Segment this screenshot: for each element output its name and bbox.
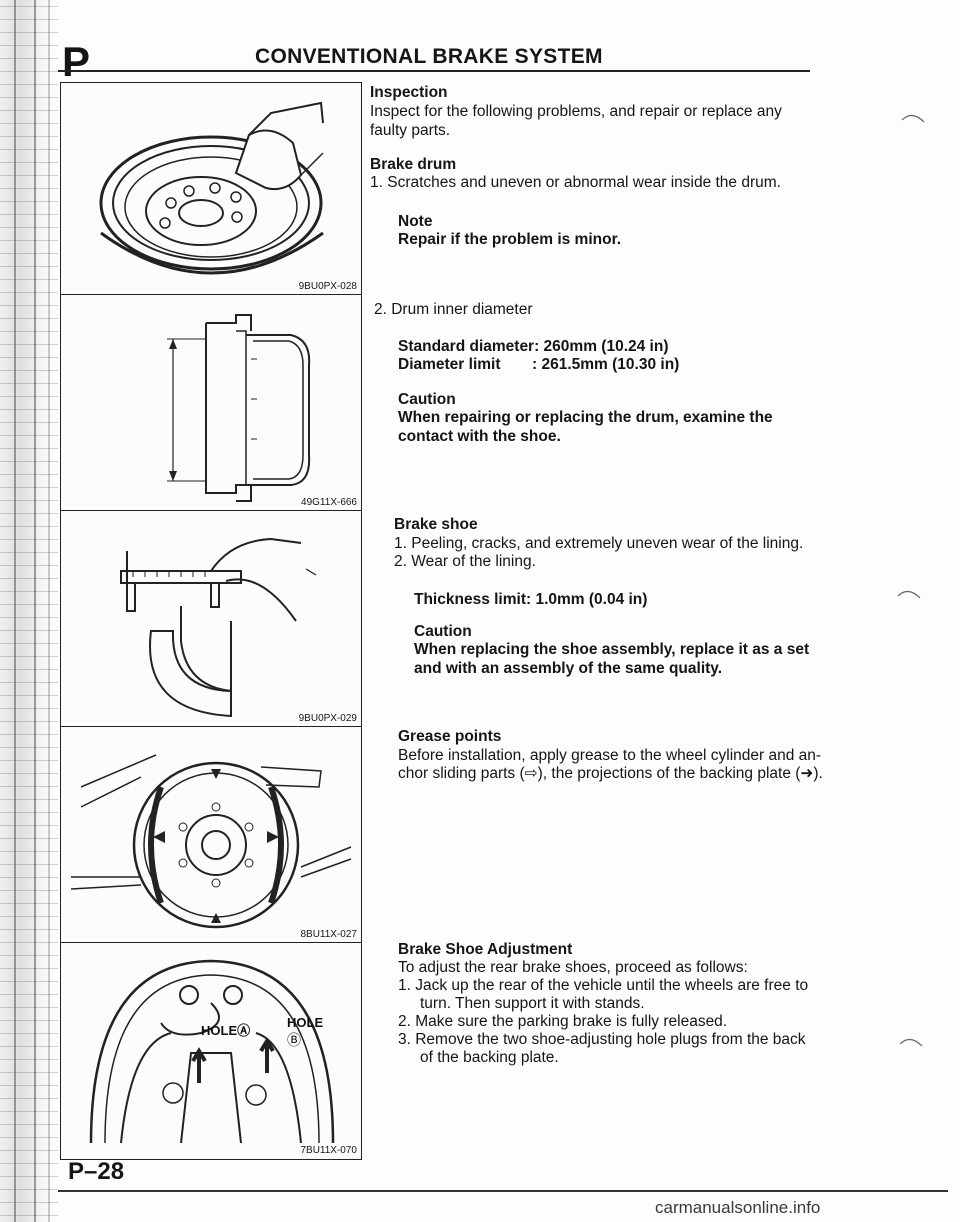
caution-text: When repairing or replacing the drum, ex… xyxy=(398,409,773,426)
inspection-intro: Inspect for the following problems, and … xyxy=(370,103,782,120)
brake-drum-heading: Brake drum xyxy=(370,156,457,173)
caution-heading: Caution xyxy=(414,623,472,640)
hole-b-label: HOLE xyxy=(287,1015,323,1030)
figure-drum-inspection: 9BU0PX-028 xyxy=(60,82,362,296)
grease-points-heading: Grease points xyxy=(398,728,502,745)
figure-hole-plugs: HOLEⒶ HOLE Ⓑ 7BU11X-070 xyxy=(60,942,362,1160)
watermark: carmanualsonline.info xyxy=(655,1198,821,1217)
brake-drum-inspection-illustration xyxy=(99,101,324,275)
figure-code: 7BU11X-070 xyxy=(300,1145,357,1156)
backing-plate-hole-plugs-illustration: HOLEⒶ HOLE Ⓑ xyxy=(89,959,335,1144)
header-rule xyxy=(58,70,810,72)
figure-code: 9BU0PX-028 xyxy=(298,281,357,292)
adjustment-step: 2. Make sure the parking brake is fully … xyxy=(398,1013,728,1030)
caution-text: contact with the shoe. xyxy=(398,428,561,445)
inspection-intro: faulty parts. xyxy=(370,122,451,139)
page-binding-edge xyxy=(0,0,58,1222)
brake-drum-cross-section-illustration xyxy=(167,314,311,502)
brake-shoe-item: 1. Peeling, cracks, and extremely uneven… xyxy=(394,535,804,552)
page-title: CONVENTIONAL BRAKE SYSTEM xyxy=(255,45,603,68)
margin-mark-icon xyxy=(897,590,921,599)
caution-text: and with an assembly of the same quality… xyxy=(414,660,723,677)
binding-line xyxy=(48,0,50,1222)
brake-drum-item: 1. Scratches and uneven or abnormal wear… xyxy=(370,174,781,191)
spec-thickness-limit: Thickness limit: 1.0mm (0.04 in) xyxy=(414,591,648,608)
adjustment-heading: Brake Shoe Adjustment xyxy=(398,941,573,958)
brake-shoe-heading: Brake shoe xyxy=(394,516,478,533)
hole-a-label: HOLEⒶ xyxy=(201,1023,250,1038)
brake-shoe-item: 2. Wear of the lining. xyxy=(394,553,536,570)
footer-rule xyxy=(58,1190,948,1192)
spec-standard-diameter: Standard diameter: 260mm (10.24 in) xyxy=(398,338,669,355)
adjustment-intro: To adjust the rear brake shoes, proceed … xyxy=(398,959,748,976)
caution-text: When replacing the shoe assembly, replac… xyxy=(414,641,810,658)
figure-drum-section: 49G11X-666 xyxy=(60,294,362,512)
figure-code: 8BU11X-027 xyxy=(300,929,357,940)
section-letter: P xyxy=(62,38,91,85)
figure-code: 9BU0PX-029 xyxy=(298,713,357,724)
page-number: P–28 xyxy=(68,1158,125,1185)
adjustment-step: of the backing plate. xyxy=(420,1049,559,1066)
grease-points-text: chor sliding parts (⇨), the projections … xyxy=(398,765,823,782)
adjustment-step: turn. Then support it with stands. xyxy=(420,995,645,1012)
margin-mark-icon xyxy=(899,1038,923,1047)
binding-line xyxy=(14,0,16,1222)
spec-diameter-limit-label: Diameter limit xyxy=(398,356,501,373)
caution-heading: Caution xyxy=(398,391,456,408)
adjustment-step: 1. Jack up the rear of the vehicle until… xyxy=(398,977,809,994)
spec-diameter-limit-value: : 261.5mm (10.30 in) xyxy=(532,356,680,373)
figure-shoe-measure: 9BU0PX-029 xyxy=(60,510,362,728)
brake-drum-item: 2. Drum inner diameter xyxy=(374,301,533,318)
note-text: Repair if the problem is minor. xyxy=(398,231,622,248)
adjustment-step: 3. Remove the two shoe-adjusting hole pl… xyxy=(398,1031,806,1048)
hole-b-label: Ⓑ xyxy=(287,1032,301,1048)
backing-plate-grease-points-illustration xyxy=(70,754,352,929)
note-heading: Note xyxy=(398,213,433,230)
grease-points-text: Before installation, apply grease to the… xyxy=(398,747,822,764)
binding-line xyxy=(34,0,36,1222)
margin-mark-icon xyxy=(901,114,925,123)
caliper-measuring-shoe-illustration xyxy=(120,537,317,718)
figure-grease-points: 8BU11X-027 xyxy=(60,726,362,944)
figure-code: 49G11X-666 xyxy=(301,497,357,508)
inspection-heading: Inspection xyxy=(370,84,448,101)
